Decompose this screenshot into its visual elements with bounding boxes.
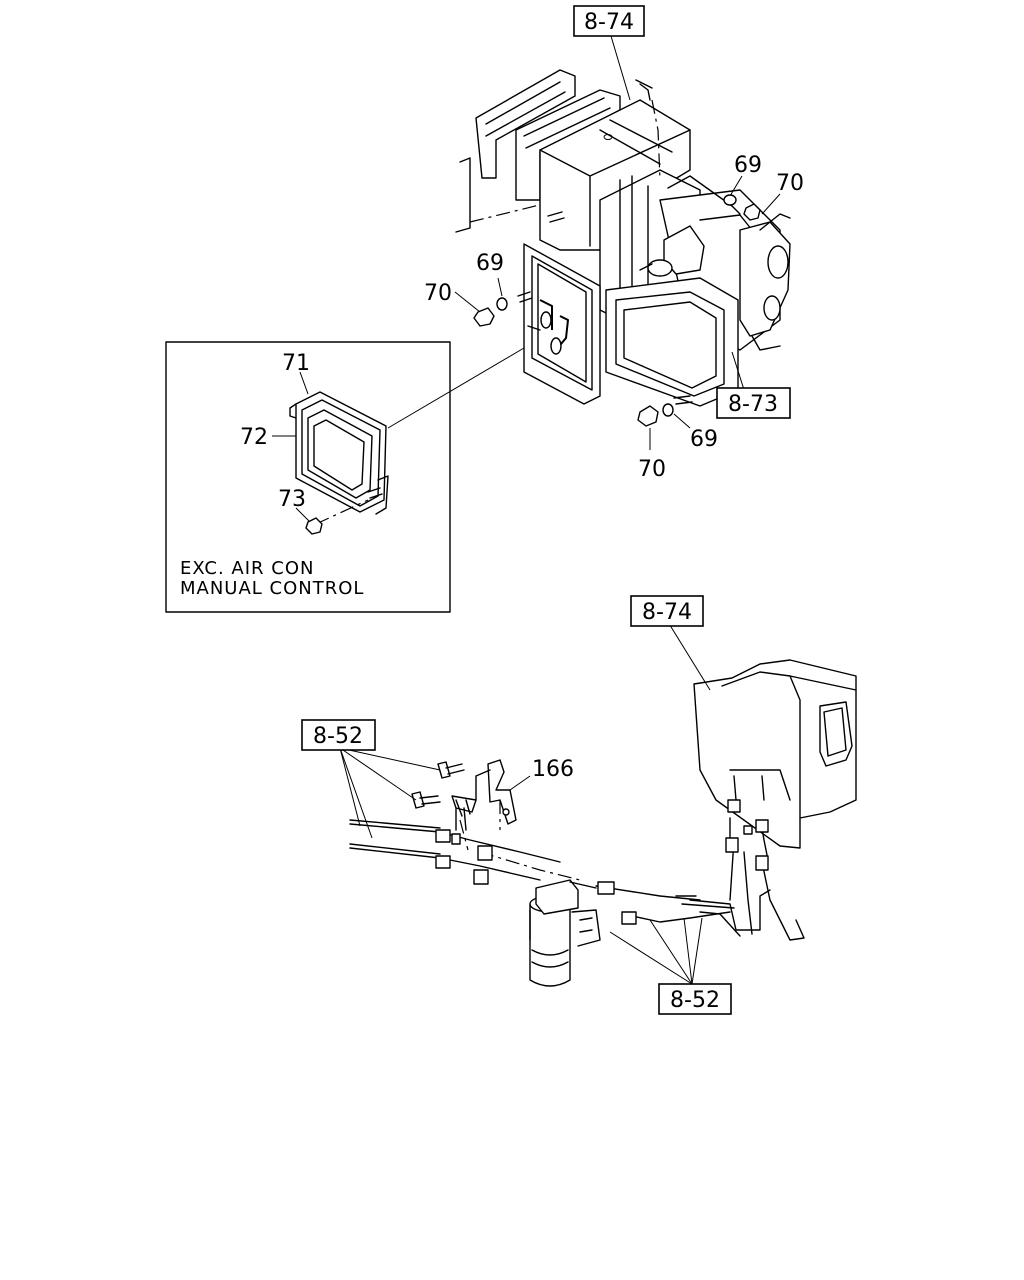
unit-outline-bottom [693, 659, 857, 849]
part-70-bottom: 70 [638, 457, 666, 482]
washer-69-left [496, 297, 508, 311]
inset-note-line1: EXC. AIR CON [180, 558, 314, 579]
svg-text:8-52: 8-52 [670, 988, 720, 1013]
svg-text:8-74: 8-74 [642, 600, 692, 625]
svg-text:8-52: 8-52 [313, 724, 363, 749]
part-166: 166 [532, 757, 574, 782]
inset-box: 71 72 73 EXC. AIR CON MANUAL CONTROL [165, 341, 451, 613]
washer-69-bottom [662, 403, 674, 417]
receiver-drier [529, 879, 601, 987]
inset-note-line2: MANUAL CONTROL [180, 578, 364, 599]
ref-box-8-73: 8-73 [716, 387, 791, 419]
bolts-8-52 [411, 761, 477, 831]
svg-text:8-73: 8-73 [728, 392, 778, 417]
bracket-166 [475, 759, 517, 825]
nut-70-left [473, 307, 495, 327]
heater-unit-assembly [455, 69, 791, 407]
ref-box-8-74-mid: 8-74 [630, 595, 704, 627]
part-69-bottom: 69 [690, 427, 718, 452]
pipe-fittings [435, 799, 769, 925]
nut-70-top [743, 203, 761, 221]
part-73: 73 [278, 487, 306, 512]
part-70-top: 70 [776, 171, 804, 196]
leader-lines-top [387, 35, 781, 450]
part-69-top: 69 [734, 153, 762, 178]
washer-69-top [723, 194, 737, 206]
part-72: 72 [240, 425, 268, 450]
svg-text:8-74: 8-74 [584, 10, 634, 35]
part-69-left: 69 [476, 251, 504, 276]
refrigerant-lines [349, 817, 805, 941]
part-70-left: 70 [424, 281, 452, 306]
part-71: 71 [282, 351, 310, 376]
nut-73 [305, 517, 323, 535]
nut-70-bottom [637, 405, 659, 427]
ref-box-8-52-bottom: 8-52 [658, 983, 732, 1015]
leader-lines-bottom [339, 621, 711, 985]
ref-box-8-74-top: 8-74 [573, 5, 645, 37]
ref-box-8-52-left: 8-52 [301, 719, 376, 751]
